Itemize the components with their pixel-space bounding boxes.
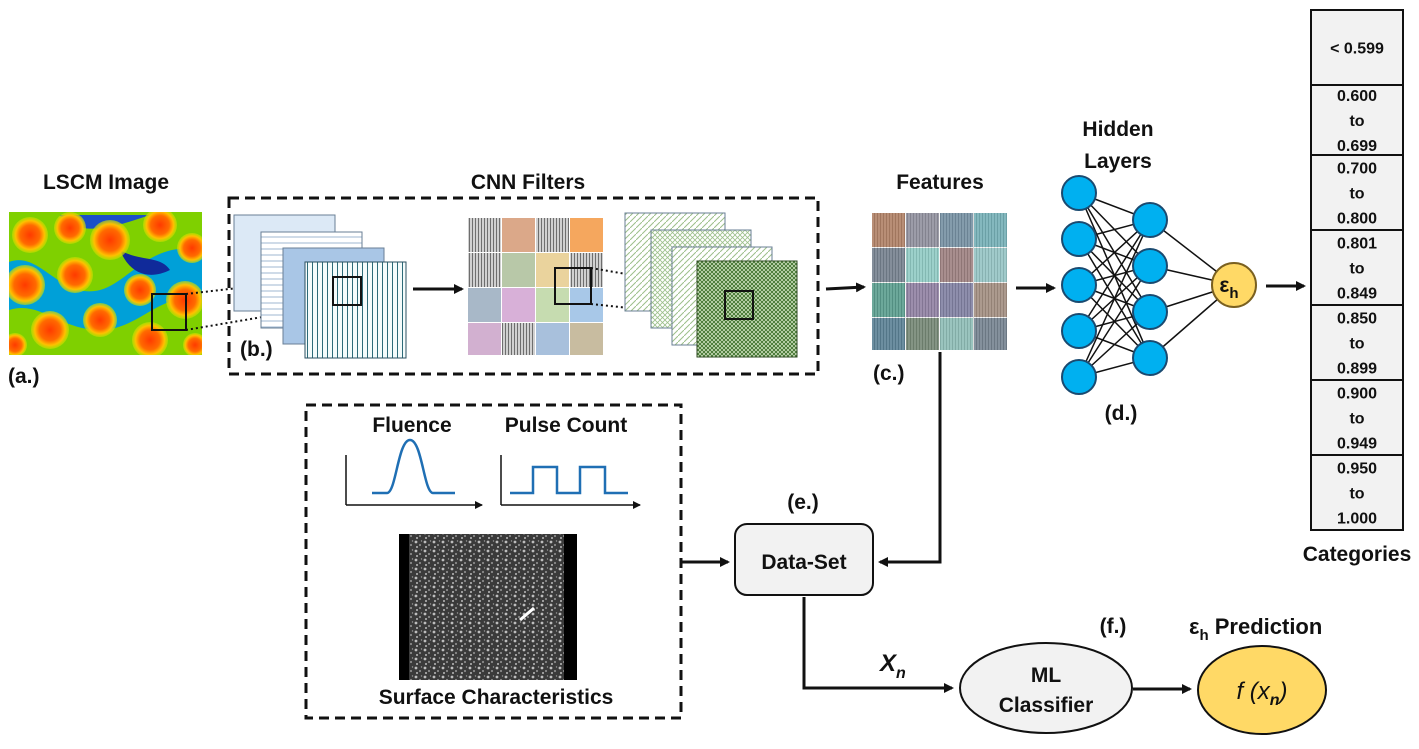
category-box: [1310, 379, 1404, 456]
category-text: 0.900: [1337, 386, 1377, 403]
hidden-nodes: [1132, 202, 1168, 376]
feature-map-stack: [624, 212, 798, 358]
tag-e: (e.): [787, 491, 819, 514]
surface-label: Surface Characteristics: [379, 686, 614, 709]
pulse-count-plot: [500, 455, 641, 509]
arrow-dataset-to-classifier: [802, 597, 954, 693]
category-text: 0.700: [1337, 161, 1377, 178]
tag-c: (c.): [873, 362, 905, 385]
category-text: 0.899: [1337, 361, 1377, 378]
cnn-dashed-frame: [227, 196, 820, 376]
ml-label-line1: ML: [1031, 664, 1061, 687]
category-text: to: [1349, 113, 1364, 130]
category-text: 0.950: [1337, 461, 1377, 478]
category-text: 0.849: [1337, 286, 1377, 303]
category-text: to: [1349, 411, 1364, 428]
tag-b: (b.): [240, 338, 273, 361]
pulse-count-label: Pulse Count: [505, 414, 628, 437]
input-layer-stack: [233, 214, 407, 359]
categories-title: Categories: [1303, 543, 1412, 566]
lscm-image: [9, 212, 202, 355]
ml-label-line2: Classifier: [999, 694, 1094, 717]
fluence-plot: [345, 438, 483, 509]
category-text: to: [1349, 336, 1364, 353]
prediction-ellipse: [1197, 645, 1327, 735]
category-text: < 0.599: [1330, 41, 1384, 58]
prediction-title: εh Prediction: [1189, 614, 1322, 644]
category-text: 0.600: [1337, 88, 1377, 105]
features-grid: [872, 213, 1007, 350]
prediction-formula: f (xn): [1236, 678, 1287, 709]
category-box: [1310, 84, 1404, 156]
category-text: to: [1349, 261, 1364, 278]
tag-f: (f.): [1100, 615, 1127, 638]
filter-grid: [468, 218, 603, 355]
lscm-roi-box: [151, 293, 187, 331]
sem-image: [399, 534, 577, 680]
category-box: [1310, 454, 1404, 531]
dataset-box: [734, 523, 874, 596]
categories-column: < 0.599 0.600 to 0.699 0.700 to 0.800 0.801 to 0.…: [1310, 9, 1404, 531]
category-text: 0.801: [1337, 236, 1377, 253]
category-text: 0.800: [1337, 211, 1377, 228]
category-text: 0.850: [1337, 311, 1377, 328]
arrow-features-to-dataset: [878, 352, 942, 567]
output-node: [1211, 262, 1257, 308]
cnn-title: CNN Filters: [471, 171, 585, 194]
category-text: 0.949: [1337, 436, 1377, 453]
tag-d: (d.): [1105, 402, 1138, 425]
category-text: to: [1349, 486, 1364, 503]
tag-a: (a.): [8, 365, 40, 388]
features-title: Features: [896, 171, 984, 194]
category-text: to: [1349, 186, 1364, 203]
category-box: [1310, 9, 1404, 86]
lscm-title: LSCM Image: [43, 171, 169, 194]
xn-label: Xn: [878, 650, 906, 682]
category-text: 1.000: [1337, 511, 1377, 528]
input-nodes: [1061, 175, 1097, 395]
hidden-title-line2: Layers: [1084, 150, 1152, 173]
dataset-label: Data-Set: [761, 551, 846, 574]
arrow-to-features: [825, 282, 866, 293]
ml-classifier-ellipse: [959, 642, 1133, 734]
output-node-label: εh: [1219, 274, 1238, 302]
category-text: 0.699: [1337, 138, 1377, 155]
fluence-label: Fluence: [372, 414, 451, 437]
inputs-dashed-frame: [304, 403, 683, 720]
hidden-title-line1: Hidden: [1082, 118, 1153, 141]
